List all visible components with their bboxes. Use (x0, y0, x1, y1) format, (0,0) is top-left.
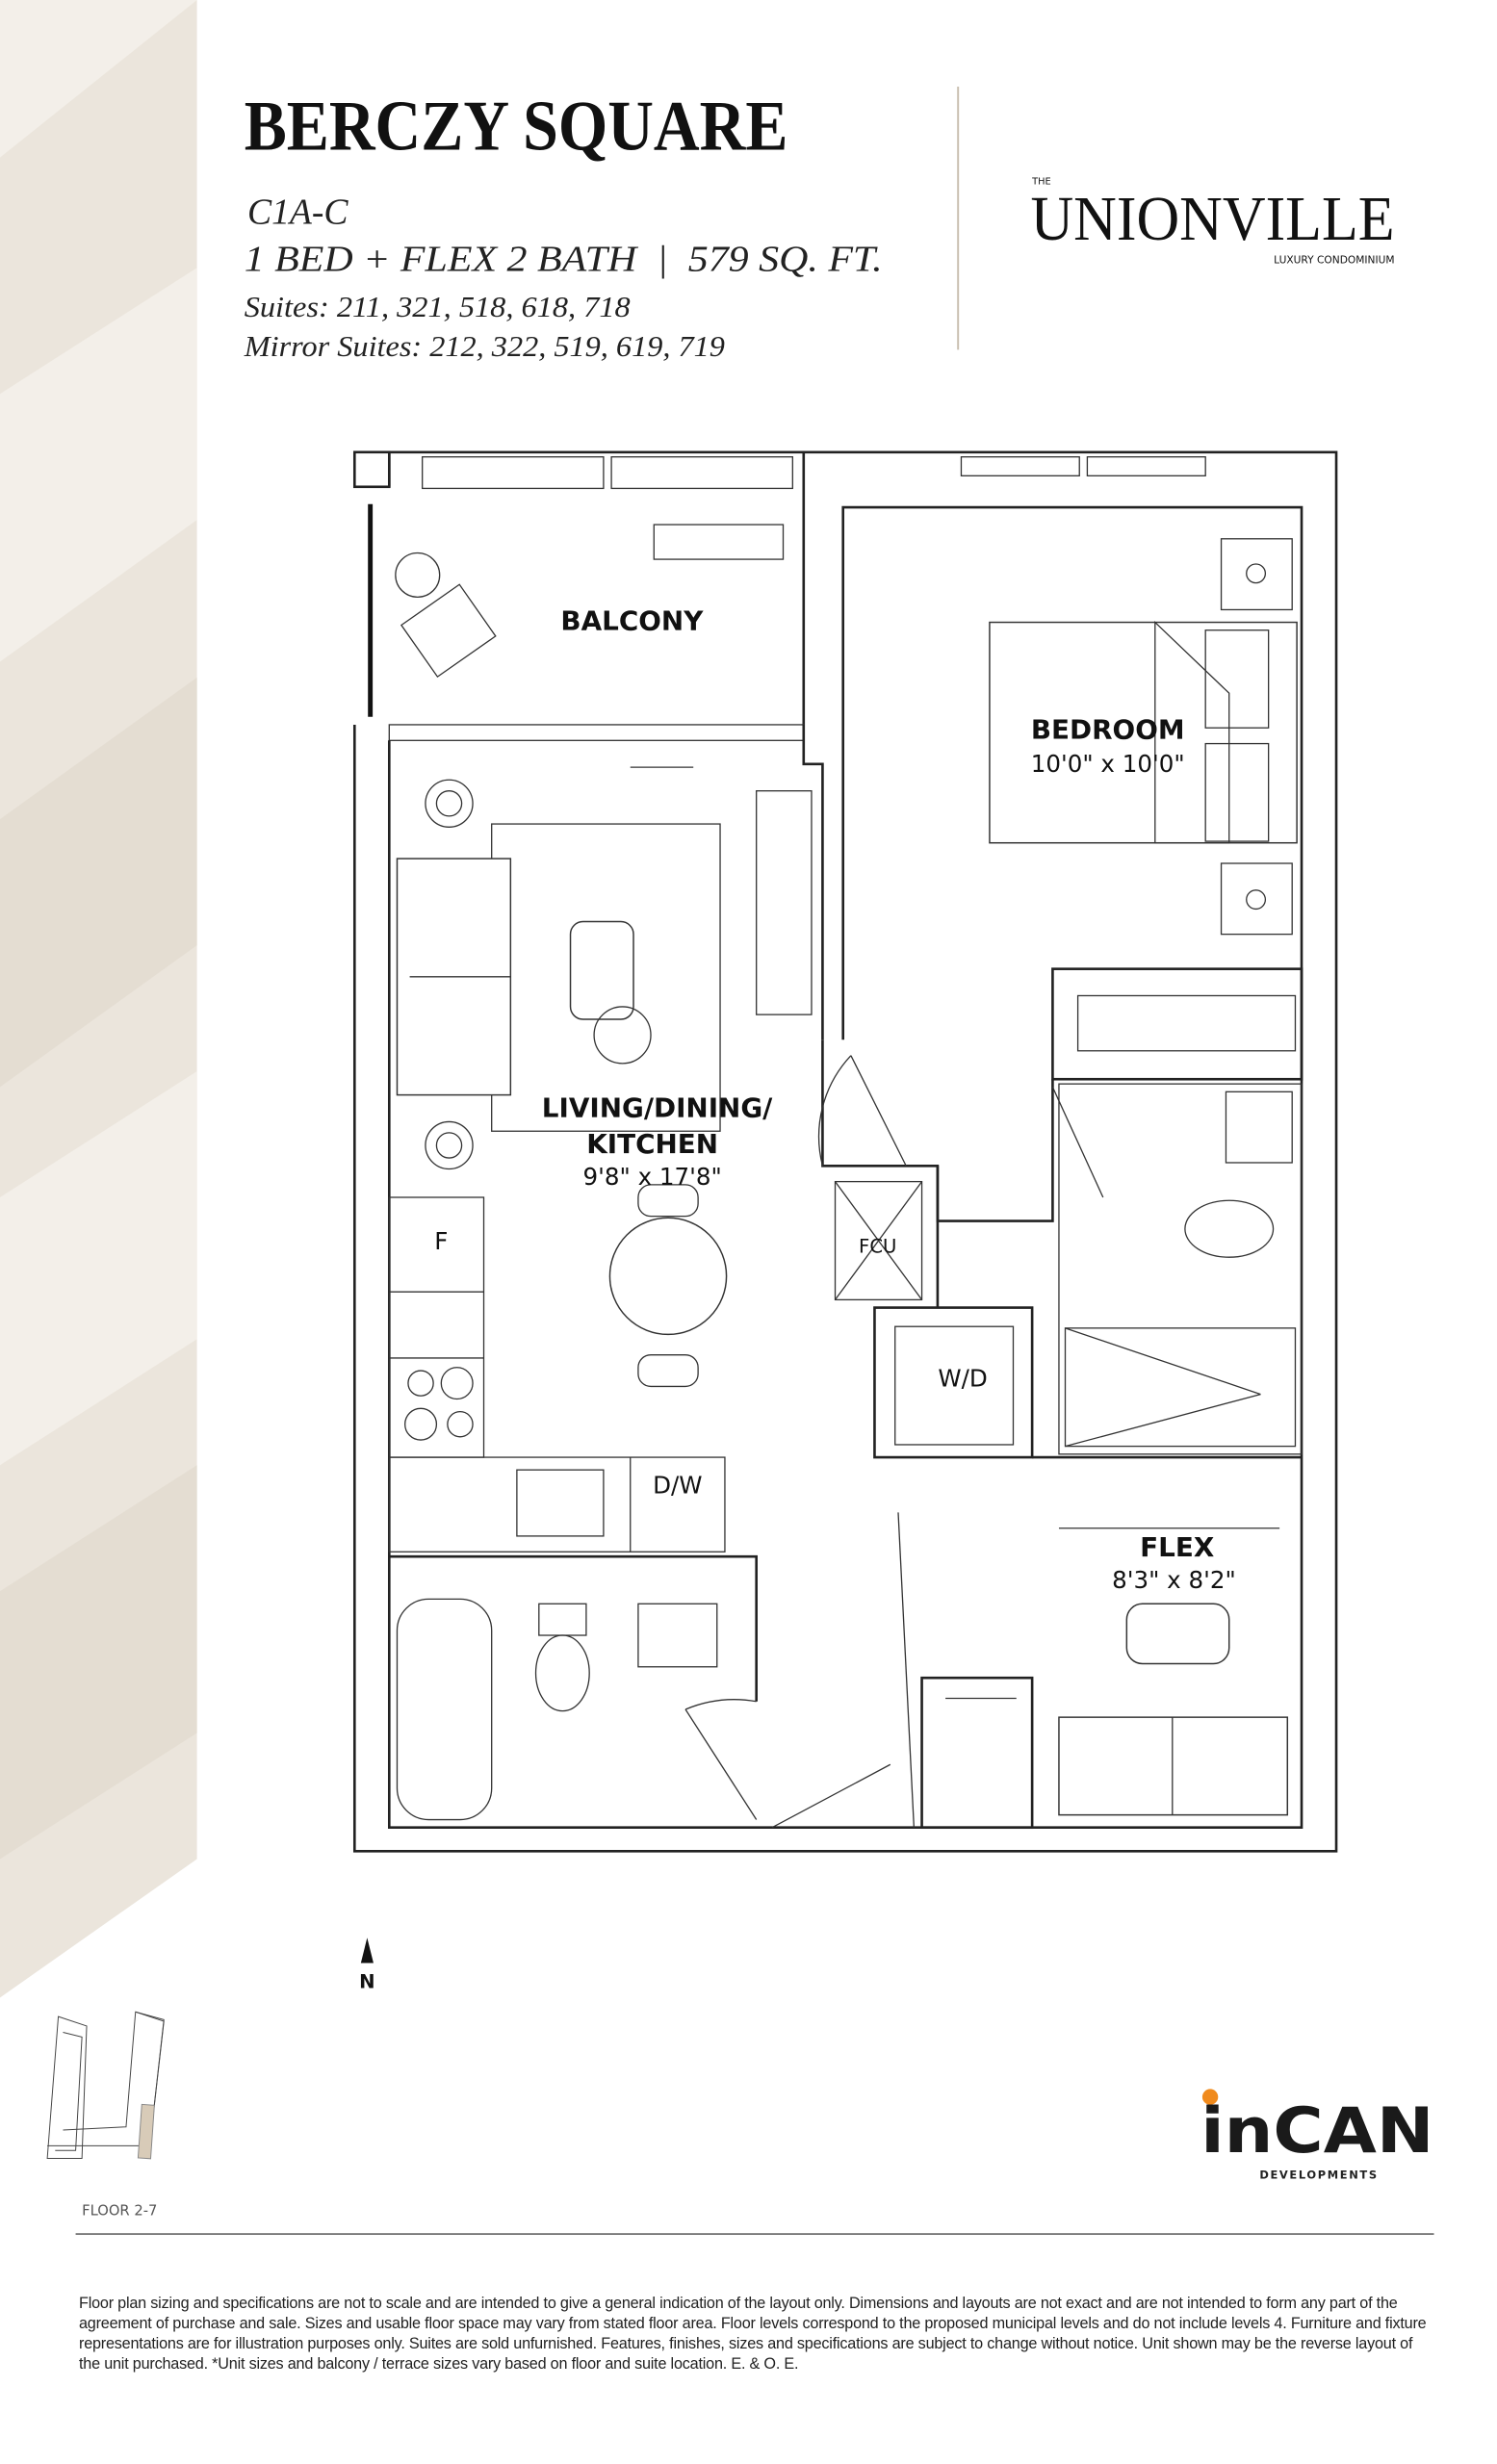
decorative-side-band (0, 0, 197, 1998)
logo-dot (1201, 2089, 1219, 2105)
logo-tagline: LUXURY CONDOMINIUM (1274, 253, 1394, 266)
north-arrow: N (359, 1938, 375, 1993)
keyplan-floor-label: FLOOR 2-7 (82, 2202, 157, 2219)
logo-the: THE (1031, 177, 1051, 188)
north-label: N (359, 1971, 374, 1993)
flex-dimensions: 8'3" x 8'2" (1112, 1566, 1236, 1594)
bedroom-dimensions: 10'0" x 10'0" (1031, 750, 1185, 778)
unionville-logo: THE UNIONVILLE LUXURY CONDOMINIUM (1030, 177, 1394, 267)
fridge-label: F (434, 1227, 448, 1255)
room-label-flex: FLEX (1140, 1531, 1214, 1563)
fcu-label: FCU (859, 1235, 896, 1257)
room-label-balcony: BALCONY (560, 605, 704, 637)
incan-logo: inCAN DEVELOPMENTS (1200, 2089, 1434, 2182)
mirror-suite-list: Mirror Suites: 212, 322, 519, 619, 719 (244, 329, 726, 363)
logo-name: UNIONVILLE (1030, 185, 1394, 254)
unit-summary: 1 BED + FLEX 2 BATH | 579 SQ. FT. (245, 240, 883, 280)
incan-wordmark: inCAN (1200, 2094, 1433, 2168)
room-label-kitchen: KITCHEN (586, 1128, 718, 1160)
washer-dryer-label: W/D (938, 1364, 987, 1392)
room-label-living: LIVING/DINING/ (542, 1092, 773, 1124)
living-dimensions: 9'8" x 17'8" (583, 1163, 722, 1191)
dishwasher-label: D/W (653, 1472, 702, 1500)
key-plan (46, 2011, 165, 2160)
floor-plan (352, 450, 1338, 1853)
project-title: BERCZY SQUARE (245, 86, 788, 165)
model-code: C1A-C (247, 192, 348, 232)
incan-subtitle: DEVELOPMENTS (1259, 2169, 1378, 2182)
legal-disclaimer: Floor plan sizing and specifications are… (79, 2295, 1427, 2373)
room-label-bedroom: BEDROOM (1031, 714, 1185, 746)
suite-list: Suites: 211, 321, 518, 618, 718 (245, 290, 631, 323)
